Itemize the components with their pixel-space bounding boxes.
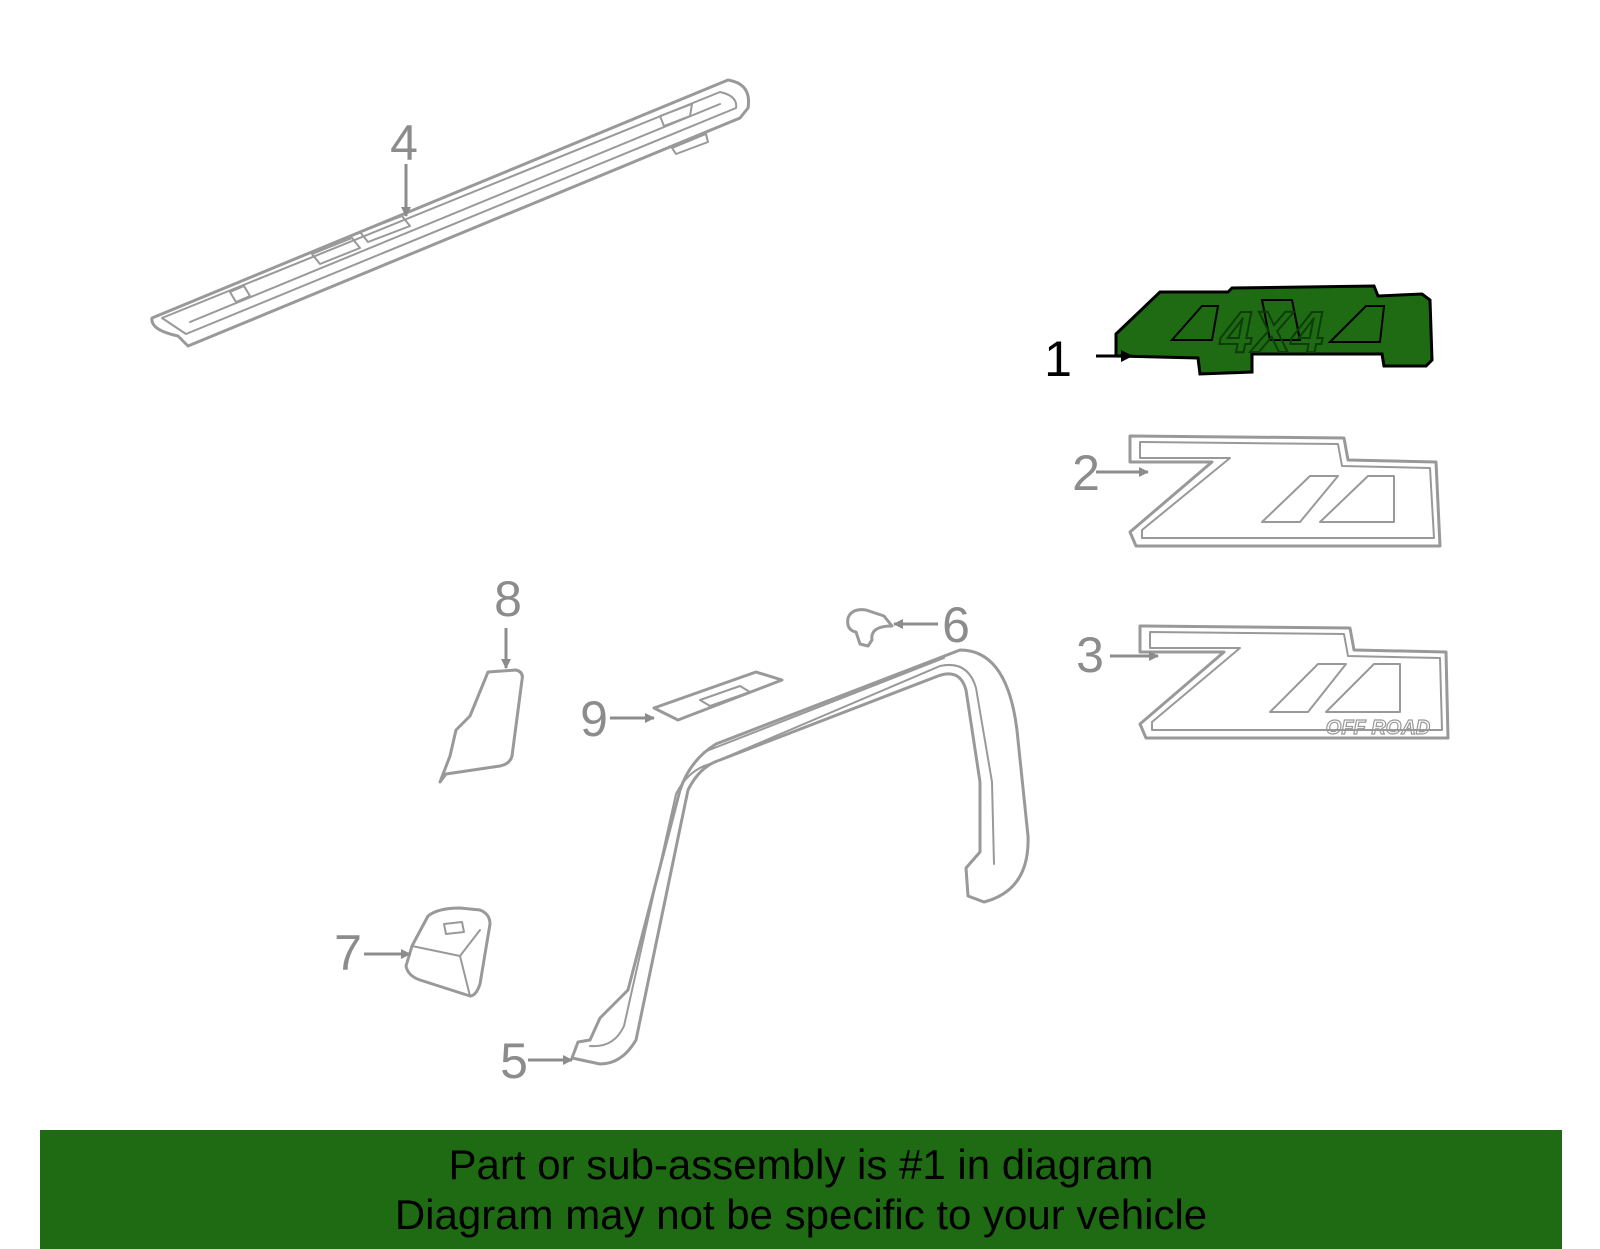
callout-8[interactable]: 8 [494, 571, 522, 627]
part-7-bracket[interactable] [404, 906, 492, 998]
callout-5[interactable]: 5 [500, 1033, 528, 1089]
part-2-z71-emblem[interactable] [1128, 434, 1442, 548]
part-8-trim[interactable] [438, 668, 524, 784]
emblem-4x4-text: 4X4 [1219, 300, 1323, 365]
callout-4[interactable]: 4 [390, 115, 418, 171]
offroad-subtext: OFF ROAD [1326, 717, 1430, 739]
callout-6[interactable]: 6 [942, 597, 970, 653]
callout-2[interactable]: 2 [1072, 445, 1100, 501]
part-3-z71-offroad-emblem[interactable]: OFF ROAD [1138, 624, 1450, 740]
part-6-clip[interactable] [846, 608, 894, 648]
banner-line-1: Part or sub-assembly is #1 in diagram [448, 1140, 1154, 1188]
parts-diagram: 4X4 OFF ROAD [150, 78, 1450, 1089]
callout-3[interactable]: 3 [1076, 627, 1104, 683]
part-1-4x4-emblem[interactable]: 4X4 [1114, 284, 1434, 376]
callout-1[interactable]: 1 [1044, 331, 1072, 387]
banner-line-2: Diagram may not be specific to your vehi… [394, 1190, 1208, 1238]
part-4-sill-plate[interactable] [150, 78, 751, 348]
part-5-wheel-molding[interactable] [570, 648, 1030, 1066]
emblem-4x4-shape [1114, 284, 1434, 376]
part-9-badge[interactable] [652, 670, 784, 722]
info-banner: Part or sub-assembly is #1 in diagram Di… [40, 1130, 1562, 1249]
callout-7[interactable]: 7 [334, 925, 362, 981]
callout-9[interactable]: 9 [580, 691, 608, 747]
